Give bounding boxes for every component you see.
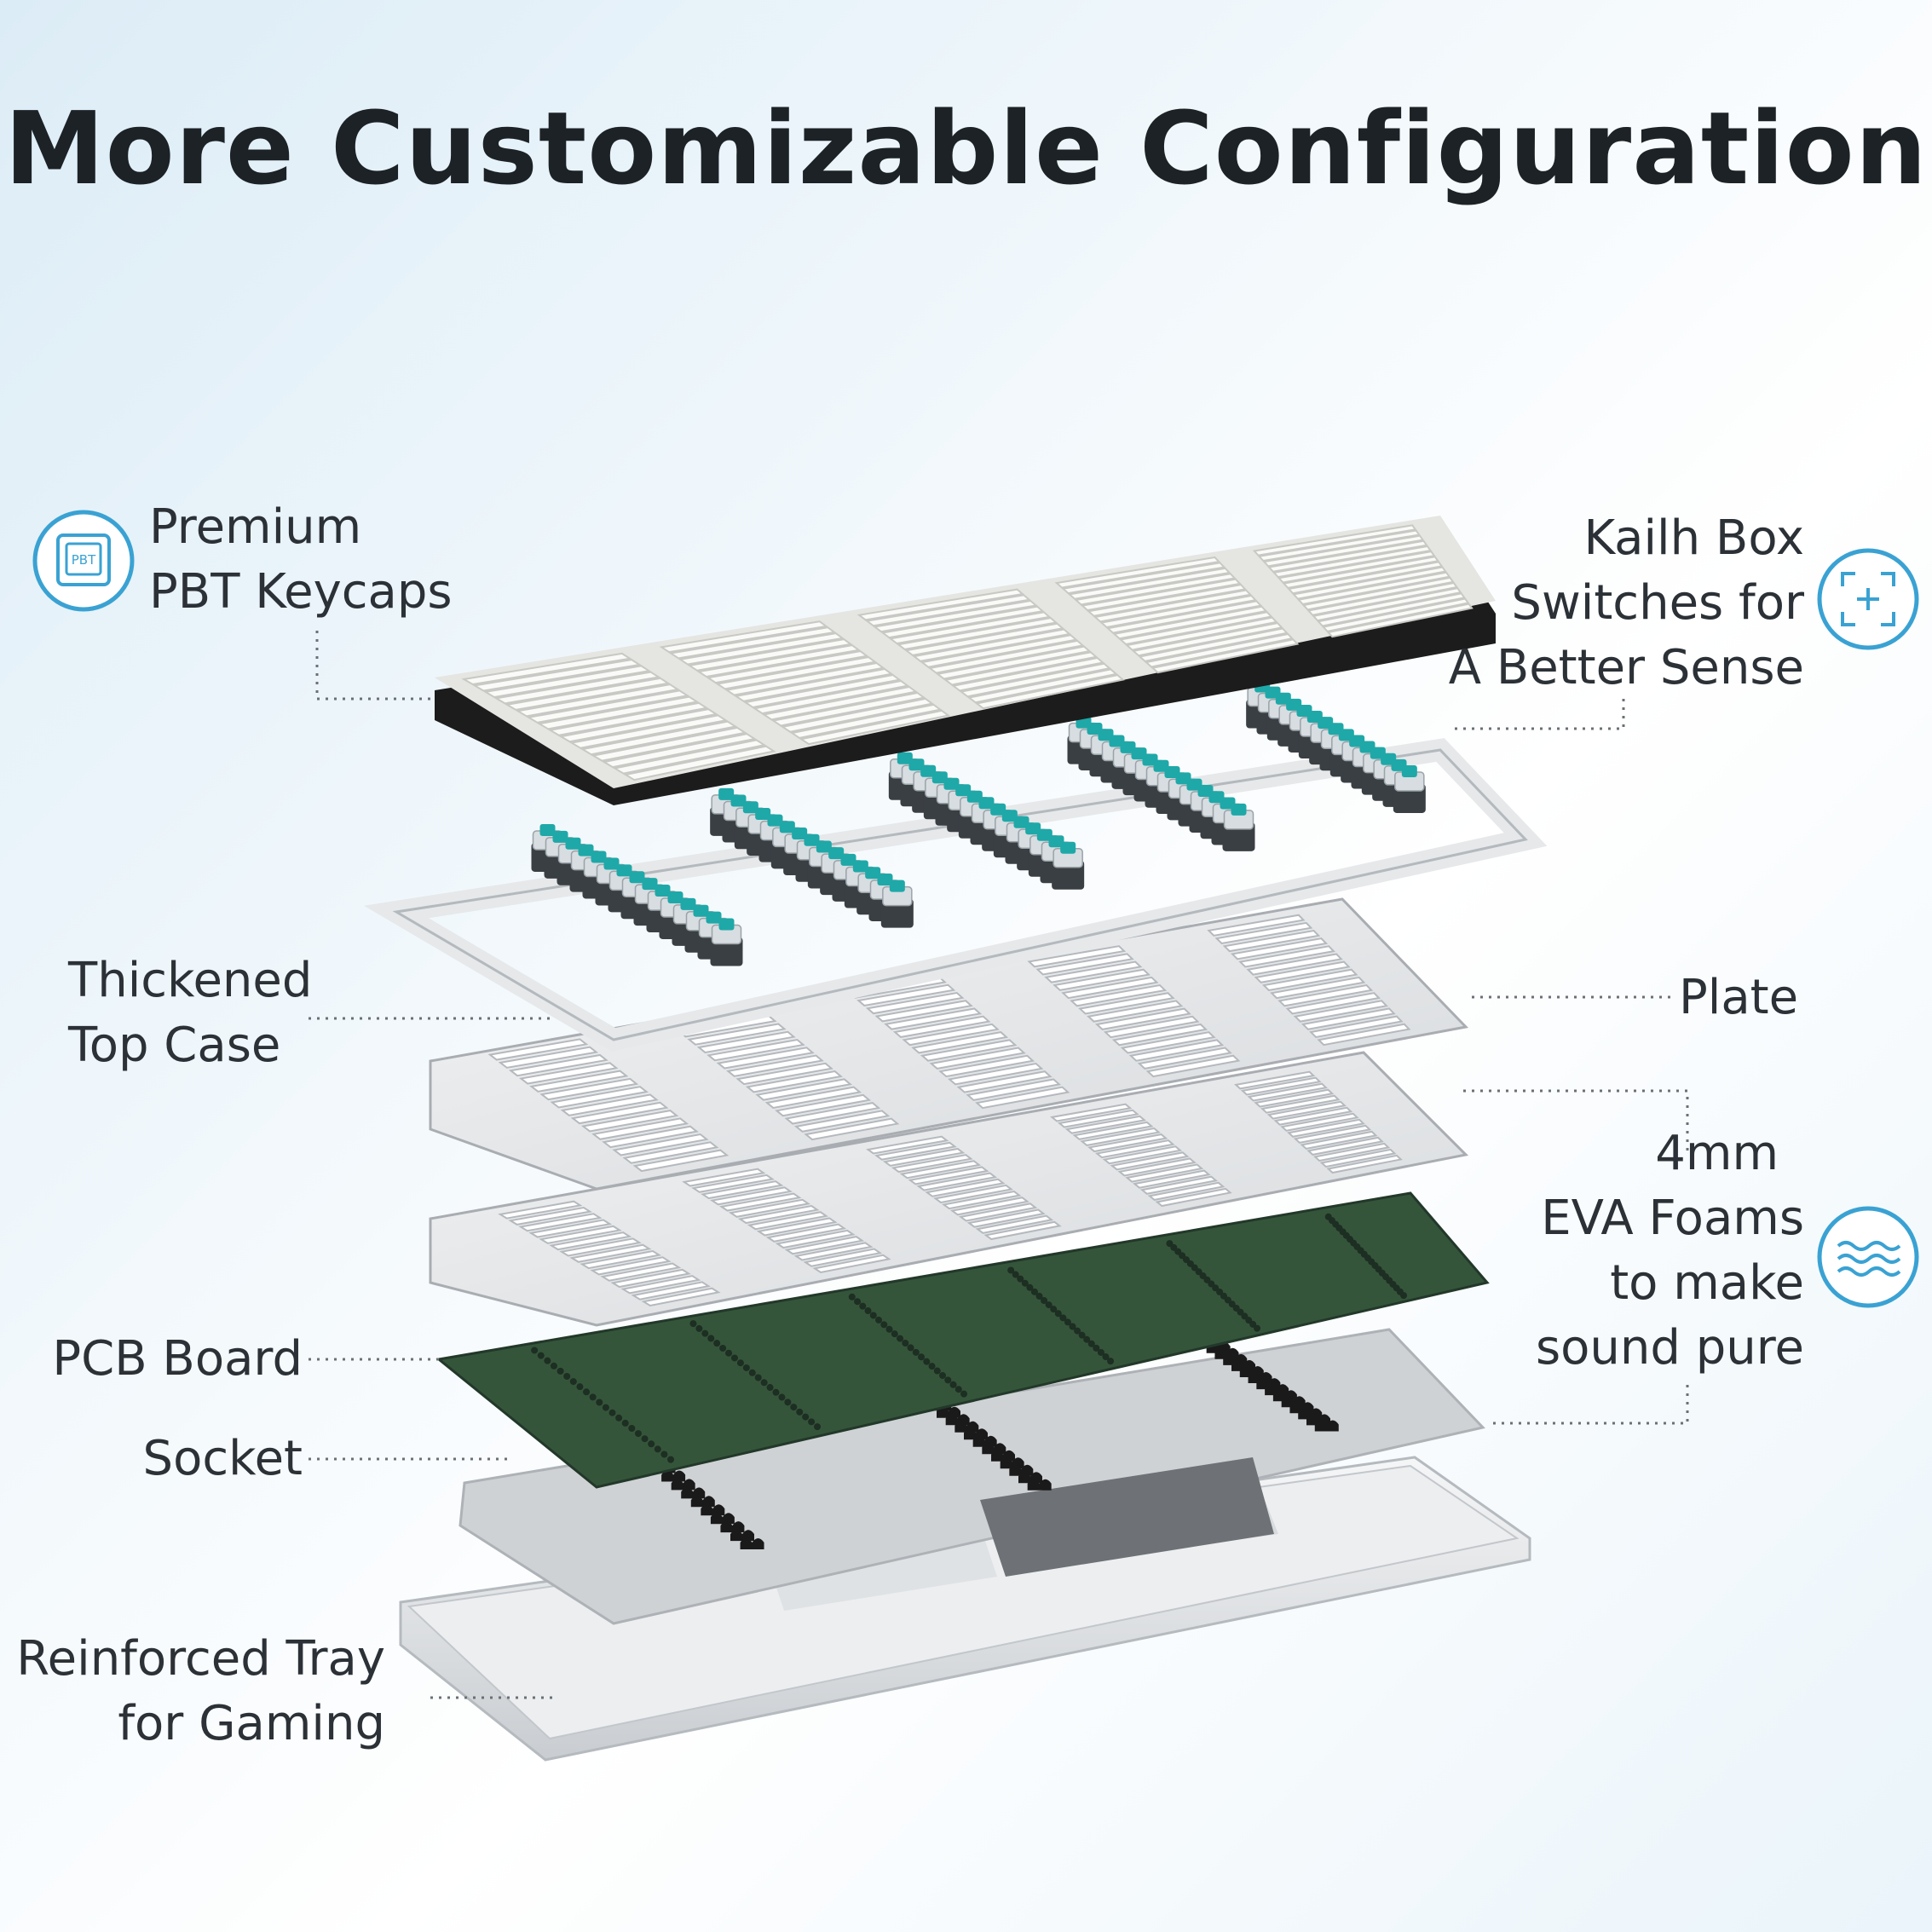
keycap-icon: PBT xyxy=(32,510,135,612)
pcb-board xyxy=(435,1191,1490,1489)
kailh-box-switches xyxy=(531,680,1426,966)
leader-lines xyxy=(309,631,1689,1699)
foam-label: 4mm EVA Foams to make sound pure xyxy=(1535,1126,1804,1375)
pbt-icon-text: PBT xyxy=(72,552,96,568)
eva-foam-sheet xyxy=(429,1051,1469,1327)
top-case-label: Thickened Top Case xyxy=(68,953,313,1073)
pcb-label: PCB Board xyxy=(52,1331,303,1387)
pbt-keycaps xyxy=(435,516,1496,805)
switches-label: Kailh Box Switches for A Better Sense xyxy=(1448,510,1804,695)
switch-icon xyxy=(1817,548,1919,650)
page-title: More Customizable Configuration xyxy=(4,89,1928,207)
socket-label: Socket xyxy=(142,1431,303,1486)
top-case-frame xyxy=(364,738,1548,1052)
sound-wave-icon xyxy=(1817,1206,1919,1308)
tray-label: Reinforced Tray for Gaming xyxy=(16,1631,385,1751)
plate-label: Plate xyxy=(1679,970,1799,1025)
switch-plate xyxy=(429,897,1469,1191)
keycaps-label: Premium PBT Keycaps xyxy=(149,499,453,620)
